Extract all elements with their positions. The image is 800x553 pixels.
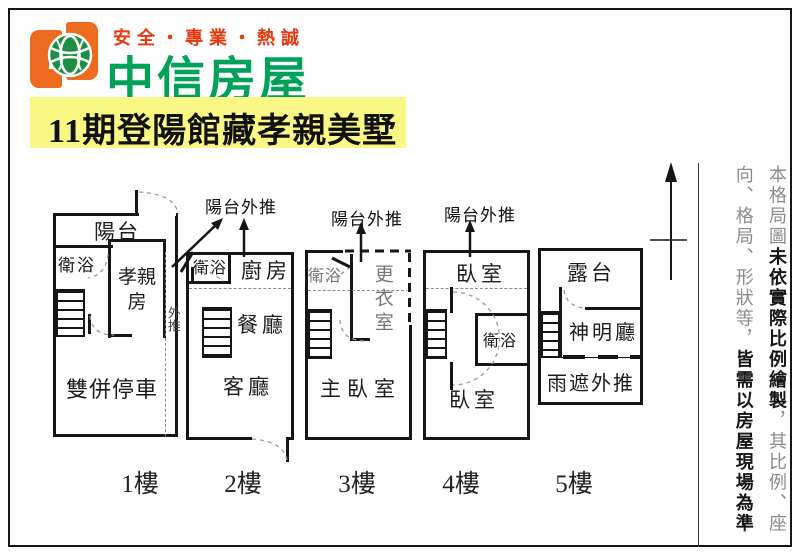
- annotation-balcony-push-out-f2: 陽台外推: [205, 198, 277, 217]
- room-label-terrace-f5: 露台: [567, 261, 615, 285]
- disclaimer-text: 本格局圖未依實際比例繪製，其比例、座向、格局、形狀等，皆需以房屋現場為準: [701, 165, 793, 553]
- stairs-icon-f3: [308, 309, 332, 359]
- room-label-bath-f3: 衛浴: [308, 268, 343, 285]
- stairs-icon-f4: [426, 309, 447, 359]
- floor-2-plan: [186, 252, 294, 440]
- room-label-rain-canopy-f5: 雨遮外推: [547, 373, 635, 395]
- annotation-balcony-push-out-f4: 陽台外推: [444, 206, 516, 225]
- room-label-dining-f2: 餐廳: [237, 313, 287, 337]
- stairs-icon-f2: [202, 307, 232, 358]
- room-label-kitchen-f2: 廚房: [241, 259, 291, 283]
- disclaimer-segment: 本格局圖: [767, 165, 787, 247]
- stairs-icon-f1: [56, 289, 85, 337]
- listing-title-banner: 11期登陽館藏孝親美墅: [30, 97, 406, 150]
- room-label-bath-f4: 衛浴: [483, 333, 518, 350]
- page-border: [8, 8, 792, 547]
- floor-label-4: 4樓: [442, 471, 480, 498]
- room-label-bedroom-top-f4: 臥室: [456, 262, 506, 286]
- floor-label-3: 3樓: [338, 471, 376, 498]
- floor-4-plan: [423, 250, 530, 440]
- door-leaf-f2-bath: [191, 267, 194, 283]
- room-label-push-out-f1: 外推: [165, 306, 181, 332]
- globe-icon: [47, 32, 93, 78]
- room-label-bath-f1: 衛浴: [58, 256, 96, 275]
- company-logo-icon: [28, 20, 110, 92]
- floor-label-5: 5樓: [555, 471, 593, 498]
- room-label-shrine-hall-f5: 神明廳: [569, 322, 638, 344]
- door-leaf-f1-entry: [135, 190, 138, 215]
- floor-5-plan: [538, 248, 643, 405]
- room-label-living-f2: 客廳: [223, 375, 273, 399]
- room-label-closet-f3: 更衣室: [371, 264, 393, 336]
- company-slogan: 安全・專業・熱誠: [113, 28, 305, 48]
- listing-title: 11期登陽館藏孝親美墅: [48, 113, 398, 150]
- floor-label-1: 1樓: [121, 471, 159, 498]
- floor-label-2: 2樓: [224, 471, 262, 498]
- disclaimer-segment: 皆需以房屋現場為準: [733, 349, 754, 535]
- room-label-bedroom-bottom-f4: 臥室: [449, 388, 499, 412]
- room-label-parent-room-f1: 孝親房: [117, 267, 156, 313]
- room-label-parking-f1: 雙併停車: [65, 377, 158, 402]
- separator-line: [698, 163, 699, 547]
- disclaimer-segment: ，其比例、座向、格局、形狀等，: [733, 165, 787, 534]
- disclaimer-segment: 未依實際比例繪製: [767, 247, 787, 411]
- stairs-icon-f5: [541, 311, 560, 358]
- door-leaf-f1-room: [88, 314, 91, 334]
- annotation-balcony-push-out-f3: 陽台外推: [331, 210, 403, 229]
- room-label-master-bedroom-f3: 主臥室: [320, 377, 401, 401]
- door-leaf-f3-room: [350, 338, 370, 341]
- door-leaf-f2-entry: [286, 437, 289, 462]
- room-label-balcony-f1: 陽台: [94, 220, 140, 244]
- floor-1-plan: [53, 213, 178, 437]
- room-label-bath-f2: 衛浴: [193, 260, 228, 277]
